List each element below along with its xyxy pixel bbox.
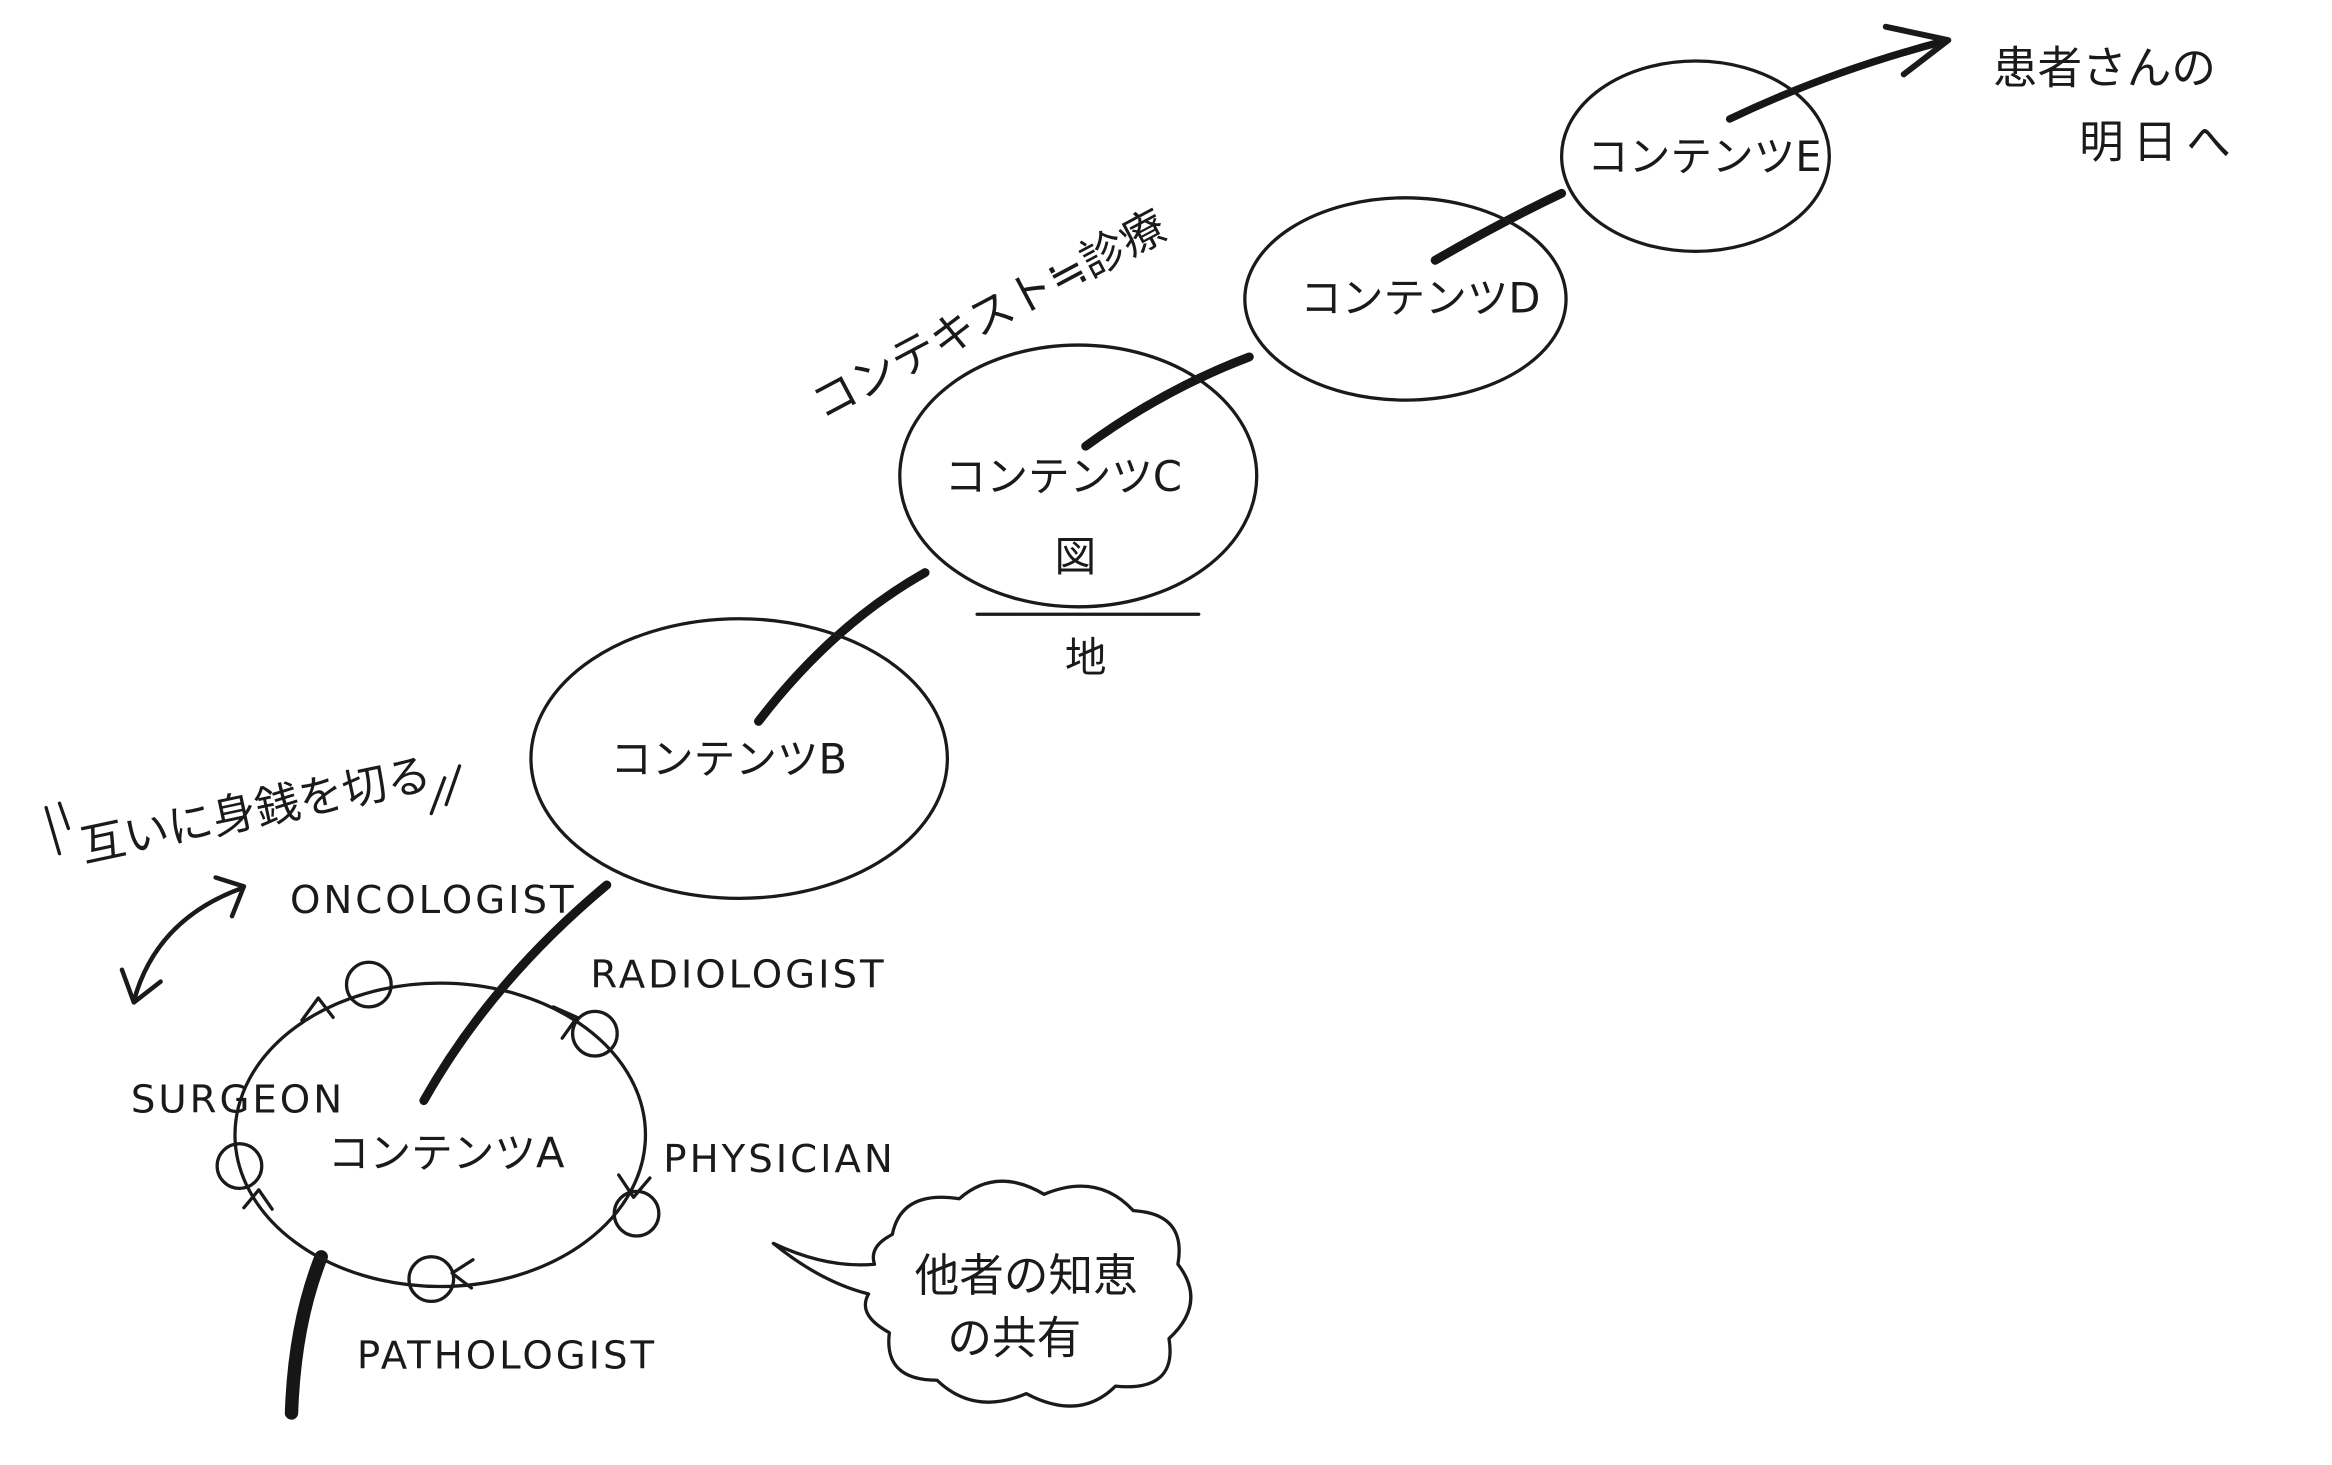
destination-line2: 明日へ	[2079, 117, 2240, 169]
destination-arrow-head	[1882, 23, 1952, 78]
content-e-ellipse	[1559, 59, 1831, 253]
thought-bubble: 他者の知恵 の共有	[771, 1179, 1193, 1408]
content-a-label: コンテンツA	[328, 1129, 565, 1178]
role-label-radiologist: RADIOLOGIST	[590, 953, 886, 998]
content-c-label: コンテンツC	[945, 452, 1182, 501]
role-label-surgeon: SURGEON	[131, 1078, 345, 1123]
role-node-oncologist	[344, 960, 393, 1009]
connector-origin-a	[284, 1250, 328, 1420]
motto-text: 互いに身銭を切る	[76, 748, 436, 873]
cycle-arrow-icon	[242, 1188, 274, 1211]
destination-group: 患者さんの 明日へ	[1725, 23, 2240, 169]
role-node-pathologist	[407, 1255, 456, 1304]
cycle-arrow-icon	[551, 1005, 579, 1040]
mutual-arrow	[119, 875, 247, 1005]
content-d-label: コンテンツD	[1300, 273, 1540, 322]
role-label-physician: PHYSICIAN	[663, 1137, 895, 1182]
context-label: コンテキスト≒診療	[803, 200, 1174, 430]
motto-group: 互いに身銭を切る	[44, 748, 462, 873]
content-e-node: コンテンツE	[1559, 59, 1831, 253]
content-c-node: コンテンツC 図	[898, 343, 1259, 609]
role-node-radiologist	[570, 1009, 619, 1058]
content-b-ellipse	[529, 617, 950, 900]
thought-bubble-outline	[771, 1179, 1193, 1408]
thought-bubble-line2: の共有	[947, 1312, 1081, 1364]
connector-c-d	[1081, 352, 1254, 451]
role-node-surgeon	[215, 1142, 264, 1190]
connector-b-c	[754, 568, 930, 726]
destination-arrow-shaft	[1725, 37, 1947, 123]
content-d-node: コンテンツD	[1243, 196, 1568, 402]
content-d-ellipse	[1243, 196, 1568, 402]
content-b-label: コンテンツB	[610, 734, 847, 783]
role-label-pathologist: PATHOLOGIST	[357, 1333, 657, 1378]
destination-line1: 患者さんの	[1993, 42, 2216, 94]
connector-a-b	[419, 880, 612, 1106]
thought-bubble-line1: 他者の知恵	[915, 1250, 1138, 1302]
connector-d-e	[1430, 188, 1567, 265]
cycle-arrow-icon	[300, 996, 335, 1022]
content-a-ellipse	[233, 981, 648, 1289]
ground-label: 地	[1065, 633, 1107, 682]
content-a-cycle: コンテンツA	[215, 960, 661, 1304]
figure-label: 図	[1054, 532, 1096, 581]
cycle-arrow-icon	[617, 1173, 652, 1199]
motto-close-mark	[429, 764, 462, 816]
role-label-oncologist: ONCOLOGIST	[290, 878, 577, 923]
content-b-node: コンテンツB	[529, 617, 950, 900]
motto-open-mark	[44, 801, 71, 856]
role-node-physician	[612, 1189, 661, 1238]
content-e-label: コンテンツE	[1587, 132, 1821, 181]
content-c-ellipse	[898, 343, 1259, 609]
